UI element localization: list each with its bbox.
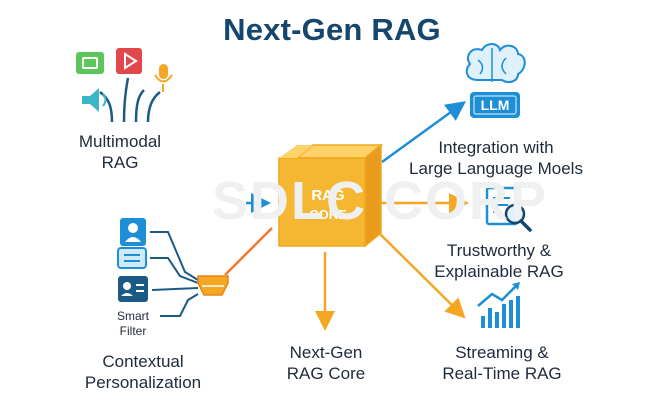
core-line-1: RAG — [311, 187, 344, 204]
video-play-icon — [116, 48, 142, 74]
watermark: SDLC CORP — [211, 171, 548, 231]
multimodal-wire-4 — [146, 91, 161, 123]
personalization-wire-3 — [151, 287, 199, 291]
personalization-wire-1 — [150, 231, 199, 281]
contextual-label-line-1: Contextual — [102, 352, 184, 371]
page-title: Next-Gen RAG — [223, 12, 441, 47]
core-label-line-2: RAG Core — [286, 364, 366, 383]
contact-card-icon — [118, 276, 148, 302]
smart-filter-label: Smart Filter — [108, 309, 158, 339]
integration-label: Integration with Large Language Moels — [398, 137, 594, 179]
multimodal-wire-2 — [122, 77, 130, 123]
trustworthy-label: Trustworthy & Explainable RAG — [424, 240, 574, 282]
smart-filter-line-2: Filter — [119, 324, 147, 338]
document-search-icon — [485, 186, 532, 232]
smart-filter-line-1: Smart — [116, 309, 149, 323]
core-label-line-1: Next-Gen — [289, 343, 363, 362]
multimodal-label-line-2: RAG — [101, 153, 139, 172]
streaming-label-line-1: Streaming & — [455, 343, 549, 362]
integration-label-line-1: Integration with — [438, 138, 554, 157]
trustworthy-label-line-2: Explainable RAG — [434, 262, 564, 281]
personalization-wire-2 — [150, 257, 199, 284]
core-line-2: CORE — [309, 207, 347, 222]
contextual-label: Contextual Personalization — [68, 351, 218, 393]
contextual-label-line-2: Personalization — [84, 373, 202, 392]
trustworthy-label-line-1: Trustworthy & — [446, 241, 552, 260]
streaming-label: Streaming & Real-Time RAG — [432, 342, 572, 384]
connector-core-to-streaming — [377, 231, 466, 319]
integration-label-line-2: Large Language Moels — [409, 159, 583, 178]
speaker-icon — [82, 88, 107, 112]
connector-filter-to-core — [224, 227, 273, 276]
llm-badge: LLM — [470, 92, 520, 118]
core-label: Next-Gen RAG Core — [270, 342, 382, 384]
multimodal-label: Multimodal RAG — [60, 131, 180, 173]
multimodal-label-line-1: Multimodal — [78, 132, 162, 151]
connector-core-to-llm — [381, 101, 467, 164]
user-profile-icon — [120, 218, 146, 246]
personalization-wire-4 — [160, 293, 199, 317]
brain-icon — [465, 43, 526, 83]
streaming-label-line-2: Real-Time RAG — [442, 364, 562, 383]
id-card-icon — [117, 247, 147, 269]
microphone-icon — [154, 64, 173, 92]
streaming-chart-icon — [477, 282, 520, 328]
monitor-icon — [76, 52, 104, 74]
llm-badge-label: LLM — [481, 97, 510, 113]
multimodal-wire-1 — [99, 91, 114, 123]
filter-funnel-icon — [197, 275, 229, 296]
rag-core-cube: RAG CORE — [278, 143, 384, 248]
multimodal-wire-3 — [134, 89, 145, 123]
